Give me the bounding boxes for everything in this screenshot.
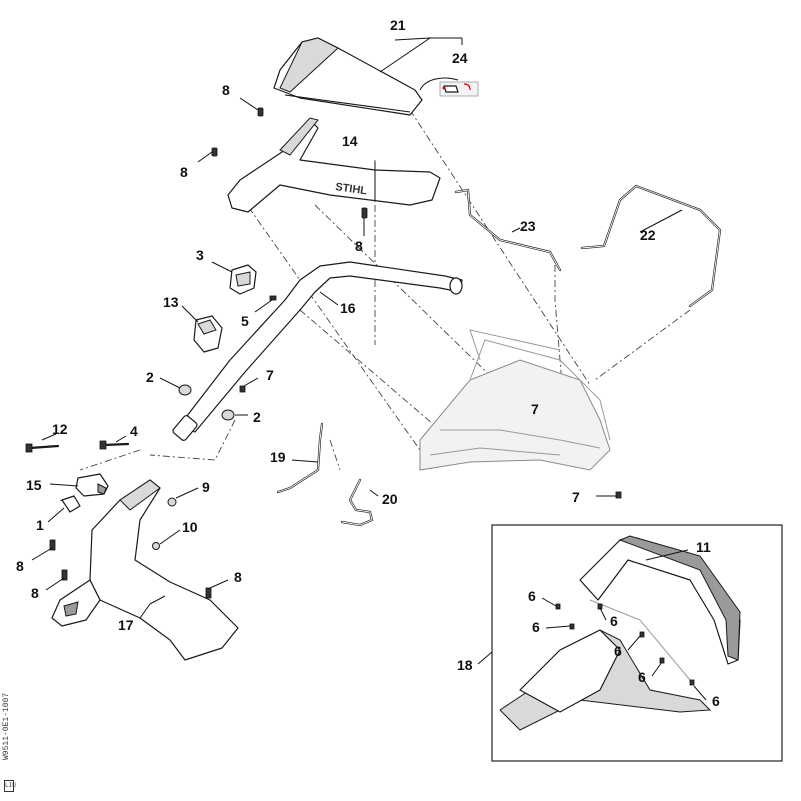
part-15-latch (47, 473, 109, 523)
part-16-handle-tube (172, 261, 463, 441)
callout-8: 8 (16, 558, 24, 574)
screws-top (197, 97, 368, 236)
nuts-9-10 (152, 487, 199, 550)
side-code: W9511-0E1-1007 (2, 692, 11, 760)
callout-24: 24 (452, 50, 468, 66)
callout-5: 5 (241, 313, 249, 329)
callout-6: 6 (528, 588, 536, 604)
brand-text: STIHL (335, 181, 368, 197)
callout-8: 8 (234, 569, 242, 585)
callout-9: 9 (202, 479, 210, 495)
callout-14: 14 (342, 133, 358, 149)
callout-20: 20 (382, 491, 398, 507)
callout-6: 6 (610, 613, 618, 629)
callout-11: 11 (696, 539, 711, 555)
callout-8: 8 (355, 238, 363, 254)
callout-3: 3 (196, 247, 204, 263)
callout-7: 7 (531, 401, 539, 417)
callout-15: 15 (26, 477, 42, 493)
callout-10: 10 (182, 519, 198, 535)
callout-22: 22 (640, 227, 656, 243)
callout-2: 2 (253, 409, 261, 425)
callout-19: 19 (270, 449, 286, 465)
bolts-12-4 (25, 433, 130, 453)
callout-8: 8 (180, 164, 188, 180)
callout-labels: 21 24 8 14 8 8 23 22 3 13 5 16 2 7 2 7 1… (16, 17, 720, 709)
callout-16: 16 (340, 300, 356, 316)
callout-6: 6 (712, 693, 720, 709)
callout-17: 17 (118, 617, 134, 633)
callout-4: 4 (130, 423, 138, 439)
part-22-rod (580, 184, 722, 308)
part-17-lower-bracket (51, 479, 239, 661)
part-2-washers (159, 377, 248, 421)
callout-6: 6 (532, 619, 540, 635)
screws-8-lower (31, 539, 229, 599)
callout-23: 23 (520, 218, 536, 234)
callout-13: 13 (163, 294, 179, 310)
part-24-clip (419, 77, 479, 97)
callout-7: 7 (572, 489, 580, 505)
callout-12: 12 (52, 421, 68, 437)
part-20-cable (340, 478, 379, 527)
part-13-bracket (181, 305, 223, 353)
callout-18: 18 (457, 657, 473, 673)
part-14-handle-top: STIHL (227, 117, 441, 213)
part-21-cover (273, 37, 463, 116)
callout-1: 1 (36, 517, 44, 533)
callout-6: 6 (638, 669, 646, 685)
inset-leaders (541, 597, 707, 701)
callout-21: 21 (390, 17, 406, 33)
callout-8: 8 (31, 585, 39, 601)
callout-7: 7 (266, 367, 274, 383)
callout-8: 8 (222, 82, 230, 98)
inset-part-18 (477, 524, 783, 762)
callout-2: 2 (146, 369, 154, 385)
part-23-rod (454, 188, 562, 272)
ghost-mower-deck (419, 329, 611, 471)
corner-tag: LIU (4, 780, 16, 792)
part-19-cable (276, 422, 324, 494)
callout-6: 6 (614, 643, 622, 659)
part-3-clamp (211, 261, 277, 313)
